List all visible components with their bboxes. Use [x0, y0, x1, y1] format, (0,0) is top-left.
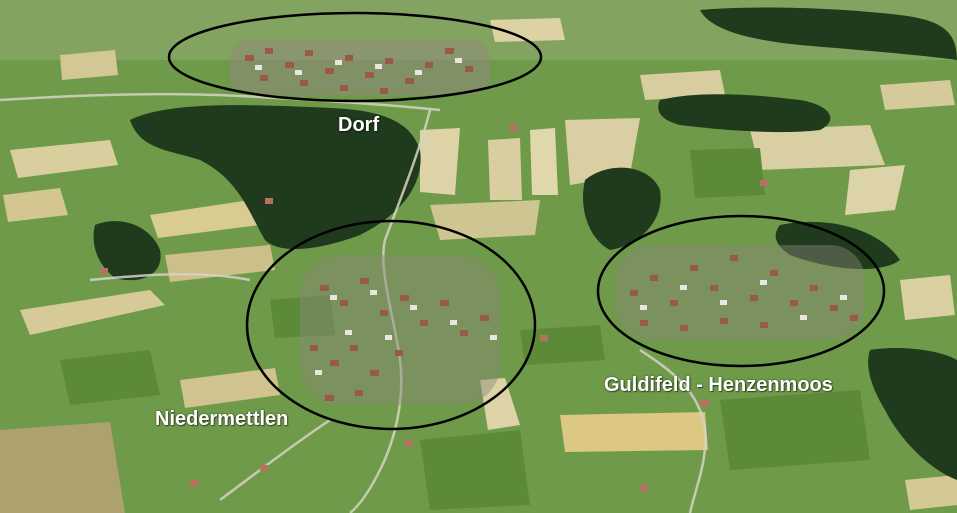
forest-areas: [93, 7, 957, 480]
outline-guldifeld: [596, 214, 886, 368]
village-niedermettlen: [300, 255, 500, 405]
roads: [0, 92, 707, 513]
outline-dorf: [167, 11, 543, 103]
outline-niedermettlen: [245, 219, 537, 431]
area-outlines: [167, 11, 886, 431]
village-dorf: [230, 40, 490, 95]
green-fields: [60, 148, 870, 510]
label-guldifeld-henzenmoos: Guldifeld - Henzenmoos: [604, 374, 833, 396]
field-patches: [0, 18, 957, 513]
label-niedermettlen: Niedermettlen: [155, 408, 289, 430]
scattered-farms: [100, 125, 768, 491]
village-guldifeld: [615, 245, 865, 340]
label-dorf: Dorf: [338, 114, 380, 136]
